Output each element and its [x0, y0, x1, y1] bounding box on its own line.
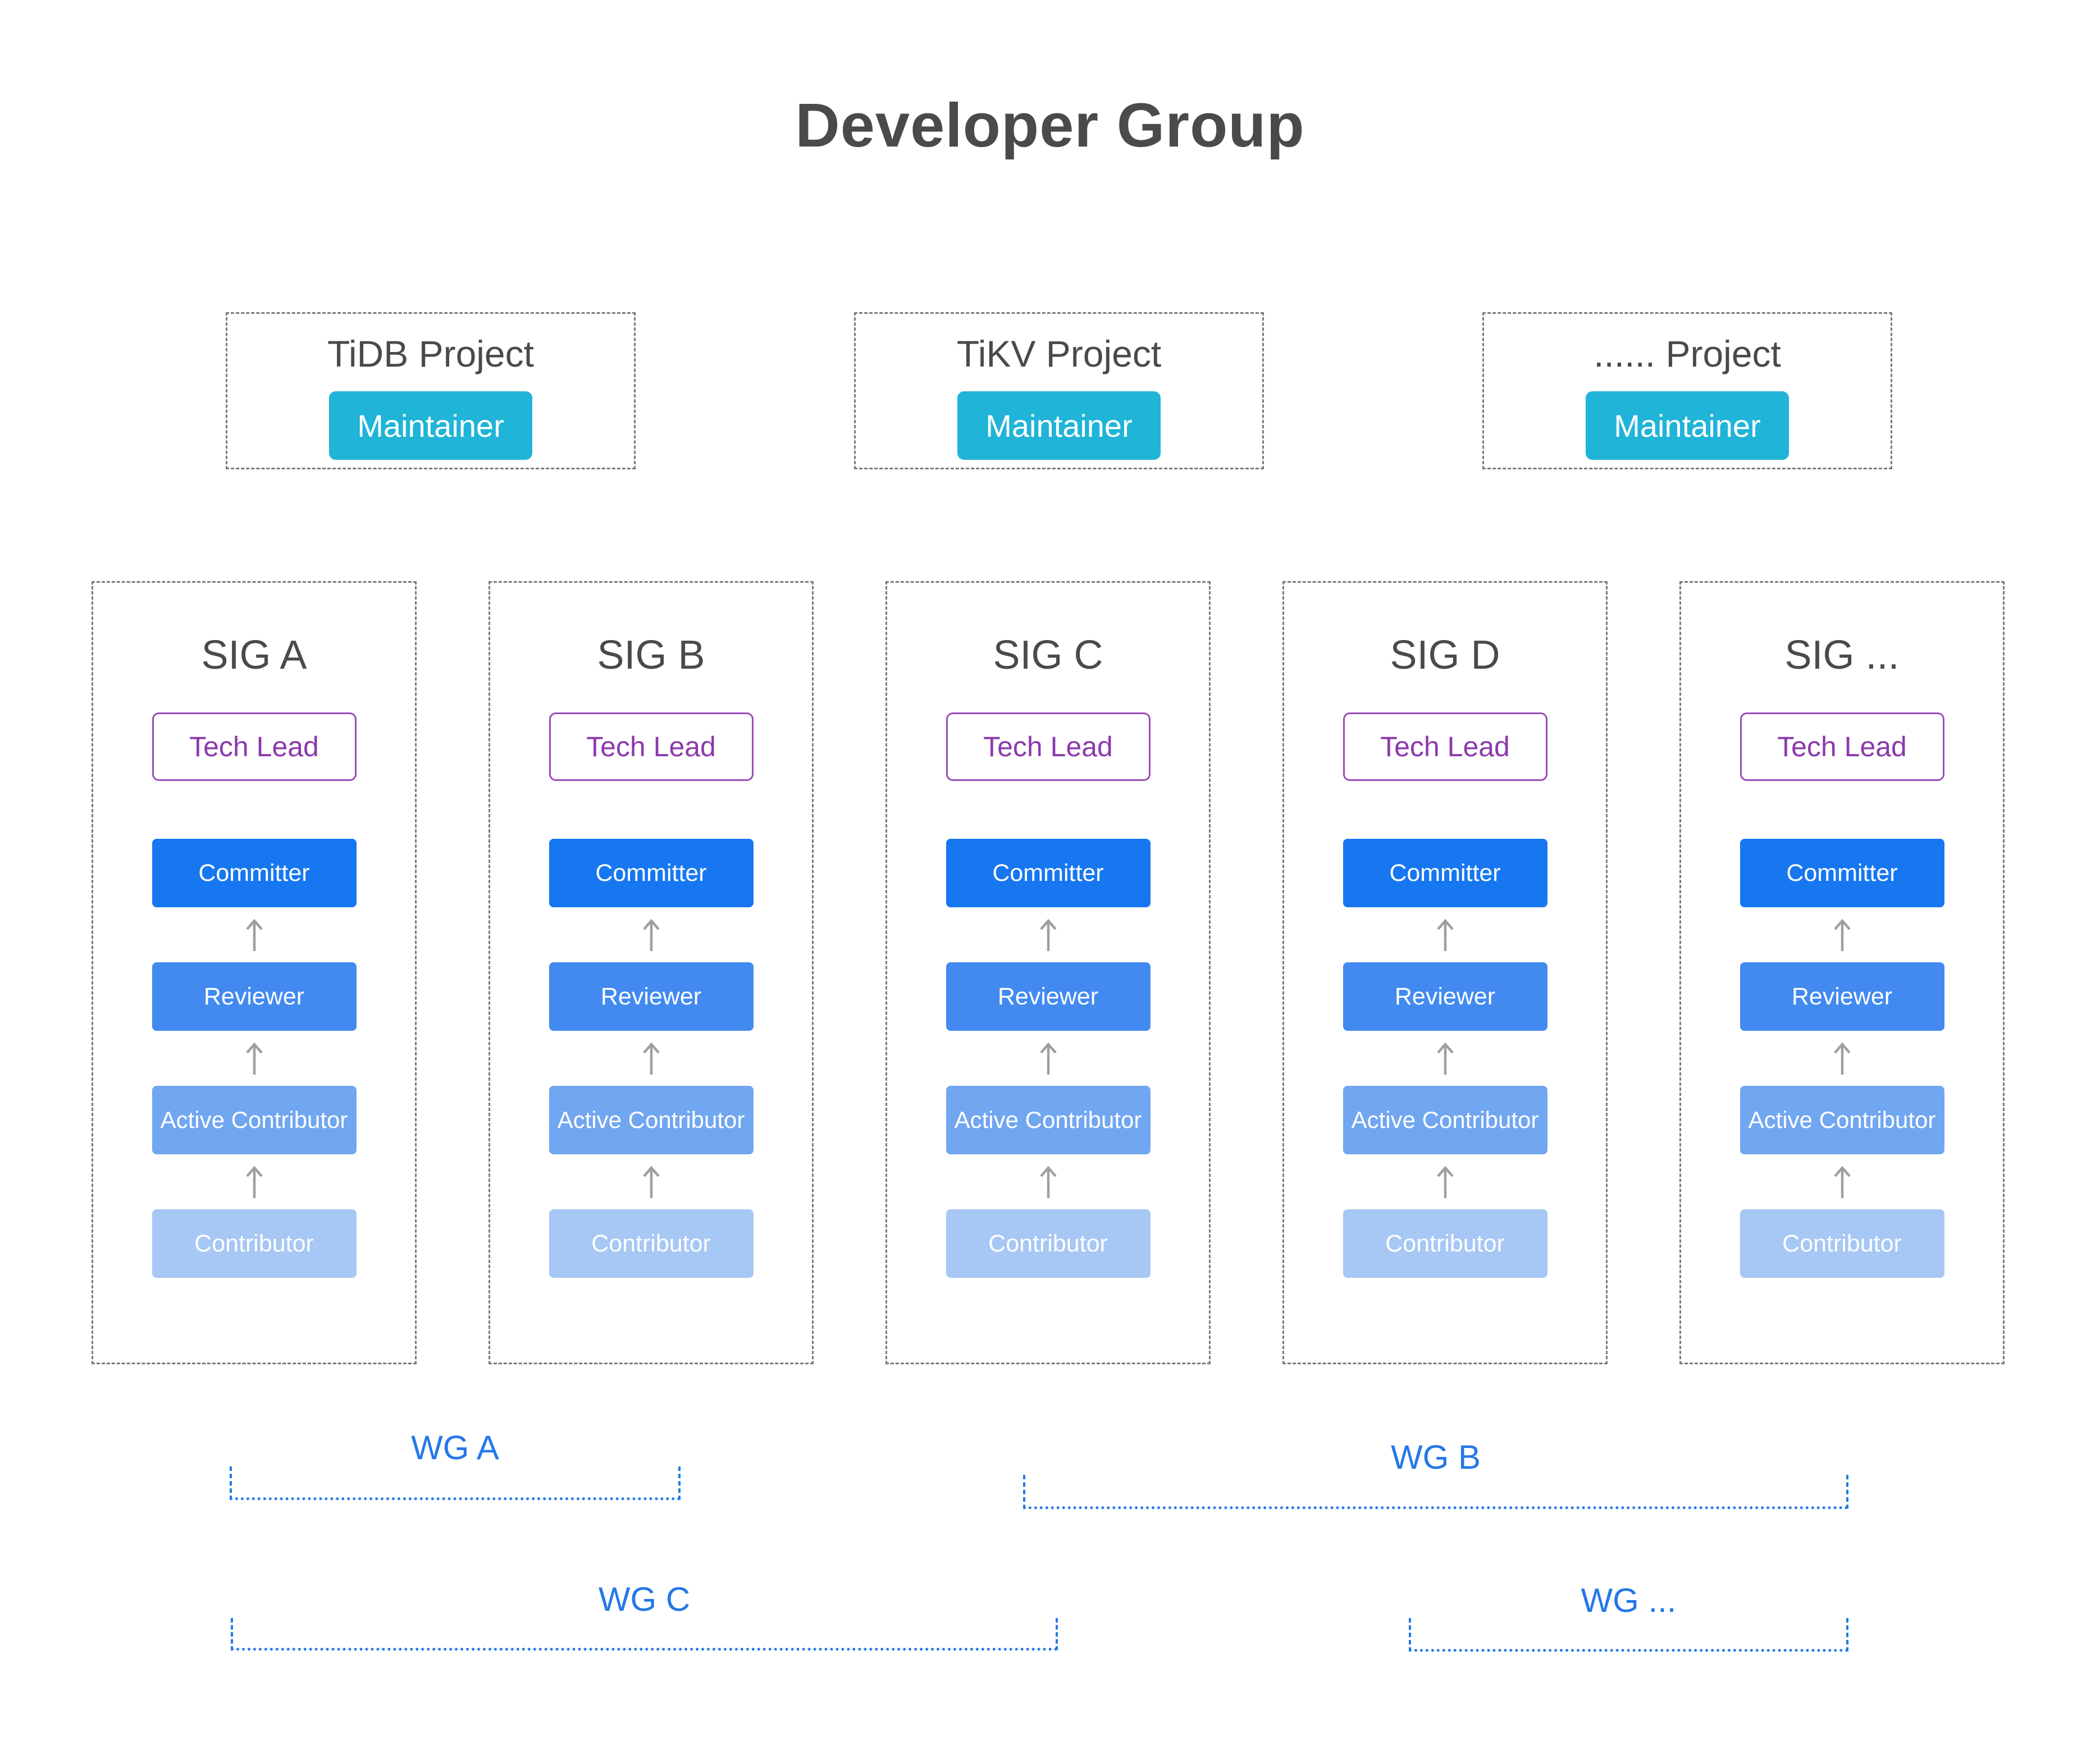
sig-title: SIG B: [597, 633, 705, 678]
arrow-up-icon: [1436, 1166, 1454, 1198]
tech-lead-badge: Tech Lead: [152, 712, 357, 781]
reviewer-box: Reviewer: [1343, 962, 1547, 1031]
wg-bracket: [1409, 1618, 1848, 1652]
sig-column-a: SIG A Tech Lead Committer Reviewer Activ…: [92, 581, 417, 1364]
wg-label: WG C: [598, 1580, 691, 1618]
contributor-box: Contributor: [549, 1209, 754, 1278]
wg-label: WG ...: [1581, 1582, 1677, 1619]
committer-box: Committer: [549, 839, 754, 907]
reviewer-box: Reviewer: [549, 962, 754, 1031]
tech-lead-badge: Tech Lead: [1343, 712, 1547, 781]
contributor-box: Contributor: [152, 1209, 357, 1278]
tech-lead-badge: Tech Lead: [946, 712, 1151, 781]
sig-title: SIG A: [201, 633, 307, 678]
active-contributor-box: Active Contributor: [946, 1086, 1151, 1154]
sig-column-etc: SIG ... Tech Lead Committer Reviewer Act…: [1679, 581, 2005, 1364]
arrow-up-icon: [1833, 1042, 1851, 1075]
committer-box: Committer: [1740, 839, 1944, 907]
active-contributor-box: Active Contributor: [549, 1086, 754, 1154]
arrow-up-icon: [642, 1166, 660, 1198]
arrow-up-icon: [1833, 919, 1851, 951]
arrow-up-icon: [1039, 1042, 1057, 1075]
wg-bracket: [231, 1618, 1058, 1651]
reviewer-box: Reviewer: [946, 962, 1151, 1031]
arrow-up-icon: [1833, 1166, 1851, 1198]
working-group-c: WG C: [231, 1582, 1058, 1651]
active-contributor-box: Active Contributor: [1740, 1086, 1944, 1154]
arrow-up-icon: [642, 1042, 660, 1075]
working-group-a: WG A: [230, 1431, 681, 1500]
maintainer-badge: Maintainer: [1586, 391, 1789, 460]
working-group-etc: WG ...: [1409, 1583, 1848, 1652]
project-box-tidb: TiDB Project Maintainer: [226, 312, 636, 469]
tech-lead-badge: Tech Lead: [1740, 712, 1944, 781]
page-title: Developer Group: [795, 91, 1305, 160]
reviewer-box: Reviewer: [1740, 962, 1944, 1031]
committer-box: Committer: [152, 839, 357, 907]
project-box-tikv: TiKV Project Maintainer: [854, 312, 1264, 469]
arrow-up-icon: [1039, 919, 1057, 951]
wg-bracket: [230, 1466, 681, 1500]
active-contributor-box: Active Contributor: [1343, 1086, 1547, 1154]
wg-label: WG A: [411, 1429, 499, 1466]
contributor-box: Contributor: [1740, 1209, 1944, 1278]
arrow-up-icon: [1436, 1042, 1454, 1075]
sig-title: SIG D: [1390, 633, 1500, 678]
wg-label: WG B: [1391, 1438, 1481, 1476]
tech-lead-badge: Tech Lead: [549, 712, 754, 781]
arrow-up-icon: [245, 919, 263, 951]
arrow-up-icon: [1436, 919, 1454, 951]
committer-box: Committer: [1343, 839, 1547, 907]
contributor-box: Contributor: [946, 1209, 1151, 1278]
project-name: TiKV Project: [956, 333, 1162, 374]
sig-column-c: SIG C Tech Lead Committer Reviewer Activ…: [885, 581, 1211, 1364]
maintainer-badge: Maintainer: [957, 391, 1161, 460]
working-group-b: WG B: [1023, 1440, 1848, 1509]
project-name: TiDB Project: [327, 333, 534, 374]
project-name: ...... Project: [1594, 333, 1781, 374]
wg-bracket: [1023, 1475, 1848, 1509]
sig-title: SIG ...: [1784, 633, 1900, 678]
maintainer-badge: Maintainer: [329, 391, 532, 460]
contributor-box: Contributor: [1343, 1209, 1547, 1278]
committer-box: Committer: [946, 839, 1151, 907]
sig-column-b: SIG B Tech Lead Committer Reviewer Activ…: [489, 581, 814, 1364]
arrow-up-icon: [642, 919, 660, 951]
sig-column-d: SIG D Tech Lead Committer Reviewer Activ…: [1282, 581, 1608, 1364]
arrow-up-icon: [1039, 1166, 1057, 1198]
project-box-other: ...... Project Maintainer: [1482, 312, 1892, 469]
arrow-up-icon: [245, 1166, 263, 1198]
reviewer-box: Reviewer: [152, 962, 357, 1031]
arrow-up-icon: [245, 1042, 263, 1075]
sig-title: SIG C: [993, 633, 1103, 678]
active-contributor-box: Active Contributor: [152, 1086, 357, 1154]
